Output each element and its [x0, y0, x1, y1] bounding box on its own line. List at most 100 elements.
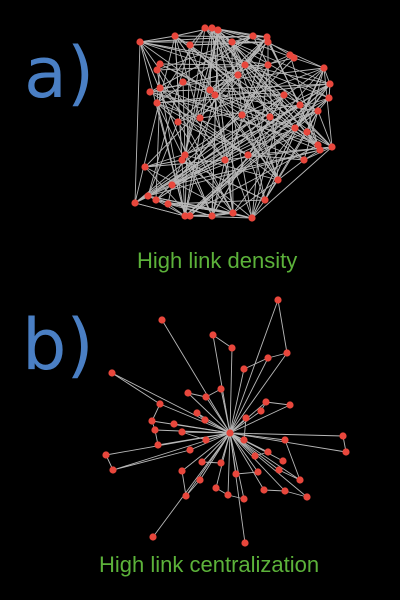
hub-network-edge [229, 432, 245, 500]
dense-network-node [201, 24, 209, 32]
hub-network-node [217, 459, 225, 467]
dense-network-edge [209, 54, 291, 91]
panel-a-label: a) [24, 32, 95, 114]
dense-network-edge [251, 146, 333, 219]
hub-network-edge [229, 432, 286, 492]
dense-network-edge [184, 44, 191, 217]
panel-b-label: b) [22, 304, 94, 386]
dense-network-edge [289, 54, 319, 146]
dense-network-node [164, 200, 172, 208]
hub-network-node [242, 414, 250, 422]
dense-network-node [238, 111, 246, 119]
dense-network-edge [155, 87, 161, 201]
hub-network-node [156, 400, 164, 408]
hub-network-edge [205, 396, 231, 434]
dense-network-node [153, 66, 161, 74]
dense-network-edge [211, 27, 239, 76]
dense-network-node [228, 38, 236, 46]
dense-network-node [280, 91, 288, 99]
dense-network-node [186, 41, 194, 49]
hub-network-edge [265, 401, 291, 406]
dense-network-edge [184, 114, 243, 156]
dense-network-node [144, 192, 152, 200]
hub-network-node [281, 487, 289, 495]
dense-network-edge [189, 97, 330, 217]
hub-network-edge [229, 417, 247, 434]
dense-network-node [206, 86, 214, 94]
dense-network-node [174, 118, 182, 126]
dense-network-node [300, 156, 308, 164]
hub-network-edge [227, 432, 231, 496]
hub-network-node [193, 409, 201, 417]
dense-network-node [244, 151, 252, 159]
dense-network-edge [147, 121, 179, 197]
hub-network-node [274, 296, 282, 304]
hub-network-node [260, 486, 268, 494]
dense-network-edge [232, 179, 279, 214]
hub-network-node [209, 331, 217, 339]
hub-network-edge [243, 357, 269, 370]
dense-network-edge [211, 27, 296, 129]
dense-network-node [196, 114, 204, 122]
dense-network-edge [171, 131, 308, 186]
hub-network-node [109, 466, 117, 474]
dense-network-node [179, 78, 187, 86]
dense-network-edge [159, 63, 271, 118]
hub-network-node [279, 457, 287, 465]
hub-network-node [264, 448, 272, 456]
hub-network-edge [284, 490, 308, 498]
dense-network-node [181, 212, 189, 220]
dense-network-edge [264, 110, 319, 201]
hub-network-node [339, 432, 347, 440]
hub-network-node [296, 476, 304, 484]
hub-network-node [149, 533, 157, 541]
hub-network-node [102, 451, 110, 459]
dense-network-node [208, 212, 216, 220]
dense-network-edge [144, 159, 226, 168]
dense-network-edge [252, 35, 269, 66]
dense-network-edge [184, 27, 206, 156]
dense-network-node [186, 212, 194, 220]
dense-network-edge [184, 94, 216, 217]
dense-network-edge [277, 131, 308, 181]
dense-network-node [249, 32, 257, 40]
hub-network-node [178, 428, 186, 436]
hub-network-node [251, 452, 259, 460]
hub-network-edge [112, 432, 231, 471]
hub-network-edge [152, 432, 231, 538]
dense-network-node [291, 124, 299, 132]
dense-network-edge [217, 29, 253, 219]
dense-network-edge [149, 91, 319, 146]
dense-network-edge [139, 41, 186, 217]
dense-network-edge [184, 83, 331, 156]
dense-network-edge [184, 29, 219, 156]
hub-network-edge [159, 403, 231, 434]
dense-network-node [264, 38, 272, 46]
dense-network-edge [214, 94, 296, 129]
dense-network-node [141, 163, 149, 171]
hub-network-edge [229, 432, 280, 471]
hub-network-node [202, 393, 210, 401]
hub-network-edge [201, 432, 231, 463]
hub-network-edge [181, 432, 231, 472]
dense-network-edge [156, 69, 234, 214]
dense-network-node [325, 94, 333, 102]
dense-network-edge [306, 67, 325, 133]
dense-network-edge [171, 83, 331, 186]
dense-network-node [274, 176, 282, 184]
hub-network-node [178, 467, 186, 475]
hub-network-node [201, 416, 209, 424]
hub-network-node [196, 476, 204, 484]
hub-network-edge [105, 432, 231, 456]
hub-network-node [342, 448, 350, 456]
hub-network-node [186, 446, 194, 454]
hub-network-edge [277, 299, 288, 354]
hub-network-node [240, 436, 248, 444]
hub-network-node [148, 417, 156, 425]
dense-network-node [316, 146, 324, 154]
dense-network-edge [224, 146, 333, 161]
dense-network-edge [211, 27, 295, 59]
hub-network-edge [212, 334, 233, 349]
hub-network-node [217, 385, 225, 393]
dense-network-node [153, 99, 161, 107]
